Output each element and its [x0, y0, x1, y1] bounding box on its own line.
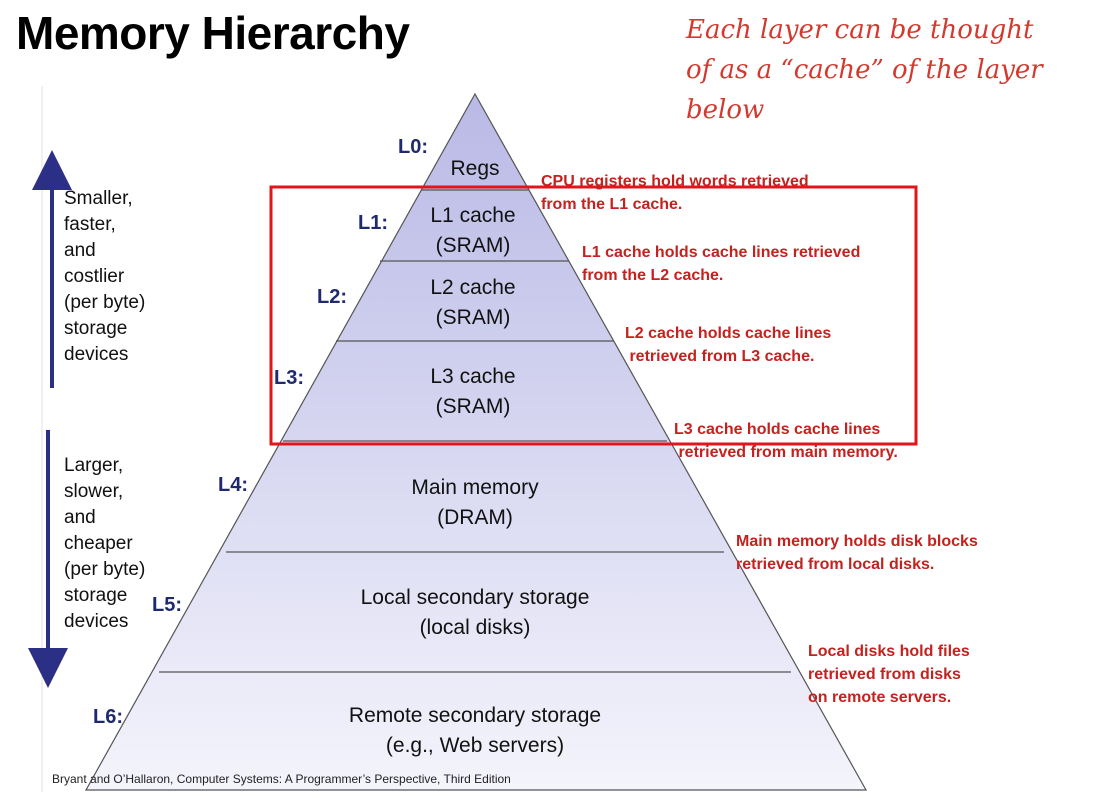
top-side-label: Smaller, faster, and costlier (per byte)…	[64, 186, 145, 368]
annotation-line: L2 cache holds cache lines	[625, 325, 832, 342]
annotation-line: on remote servers.	[808, 689, 952, 706]
level-label-l6: L6:	[93, 706, 123, 728]
level-label-l3: L3:	[274, 367, 304, 389]
annotation-l4: Main memory holds disk blocks retrieved …	[736, 530, 978, 576]
side-label-line: Larger,	[64, 455, 124, 476]
citation: Bryant and O’Hallaron, Computer Systems:…	[52, 772, 511, 786]
level-label-l1: L1:	[358, 212, 388, 234]
level-3-name-line: (SRAM)	[436, 395, 511, 418]
level-0-name-line: Regs	[450, 157, 499, 180]
annotation-l0: CPU registers hold words retrieved from …	[541, 170, 809, 216]
annotation-line: Local disks hold files	[808, 643, 970, 660]
level-2-name-line: L2 cache	[430, 276, 515, 299]
level-3-name-line: L3 cache	[430, 365, 515, 388]
annotation-line: retrieved from disks	[808, 666, 961, 683]
side-label-line: Smaller,	[64, 188, 133, 209]
level-6-name-line: Remote secondary storage	[349, 704, 601, 727]
level-1-name-line: L1 cache	[430, 204, 515, 227]
annotation-line: retrieved from L3 cache.	[625, 348, 815, 365]
annotation-line: from the L2 cache.	[582, 267, 724, 284]
side-label-line: cheaper	[64, 533, 133, 554]
handwritten-note-line: Each layer can be thought	[686, 15, 1034, 45]
page-title: Memory Hierarchy	[16, 7, 410, 59]
side-label-line: storage	[64, 318, 128, 339]
level-label-l5: L5:	[152, 594, 182, 616]
side-label-line: faster,	[64, 214, 116, 235]
level-1-name-line: (SRAM)	[436, 234, 511, 257]
level-4-name-line: Main memory	[411, 476, 539, 499]
annotation-line: CPU registers hold words retrieved	[541, 173, 809, 190]
pyramid-shape	[84, 92, 868, 791]
annotation-l2: L2 cache holds cache lines retrieved fro…	[625, 322, 831, 368]
annotation-l5: Local disks hold files retrieved from di…	[808, 640, 970, 709]
annotation-line: L1 cache holds cache lines retrieved	[582, 244, 861, 261]
side-label-line: storage	[64, 585, 128, 606]
annotation-line: retrieved from local disks.	[736, 556, 935, 573]
level-5-name-line: (local disks)	[420, 616, 531, 639]
side-label-line: and	[64, 240, 96, 261]
handwritten-note-line: below	[686, 95, 765, 125]
side-label-line: devices	[64, 344, 129, 365]
annotation-l1: L1 cache holds cache lines retrieved fro…	[582, 241, 860, 287]
level-label-l2: L2:	[317, 286, 347, 308]
level-4-name-line: (DRAM)	[437, 506, 513, 529]
annotation-line: Main memory holds disk blocks	[736, 533, 978, 550]
annotation-line: from the L1 cache.	[541, 196, 683, 213]
side-label-line: slower,	[64, 481, 124, 502]
side-label-line: costlier	[64, 266, 125, 287]
side-label-line: (per byte)	[64, 559, 146, 580]
side-label-line: devices	[64, 611, 129, 632]
level-label-l4: L4:	[218, 474, 248, 496]
annotation-line: retrieved from main memory.	[674, 444, 898, 461]
annotation-l3: L3 cache holds cache lines retrieved fro…	[674, 418, 898, 464]
annotation-line: L3 cache holds cache lines	[674, 421, 881, 438]
handwritten-note: Each layer can be thought of as a “cache…	[686, 10, 1086, 130]
level-label-l0: L0:	[398, 136, 428, 158]
level-2-name-line: (SRAM)	[436, 306, 511, 329]
level-6-name-line: (e.g., Web servers)	[386, 734, 564, 757]
side-label-line: and	[64, 507, 96, 528]
bottom-side-label: Larger, slower, and cheaper (per byte) s…	[64, 453, 145, 635]
level-5-name-line: Local secondary storage	[361, 586, 590, 609]
side-label-line: (per byte)	[64, 292, 146, 313]
handwritten-note-line: of as a “cache” of the layer	[686, 55, 1043, 85]
cache-highlight-box	[269, 185, 918, 446]
